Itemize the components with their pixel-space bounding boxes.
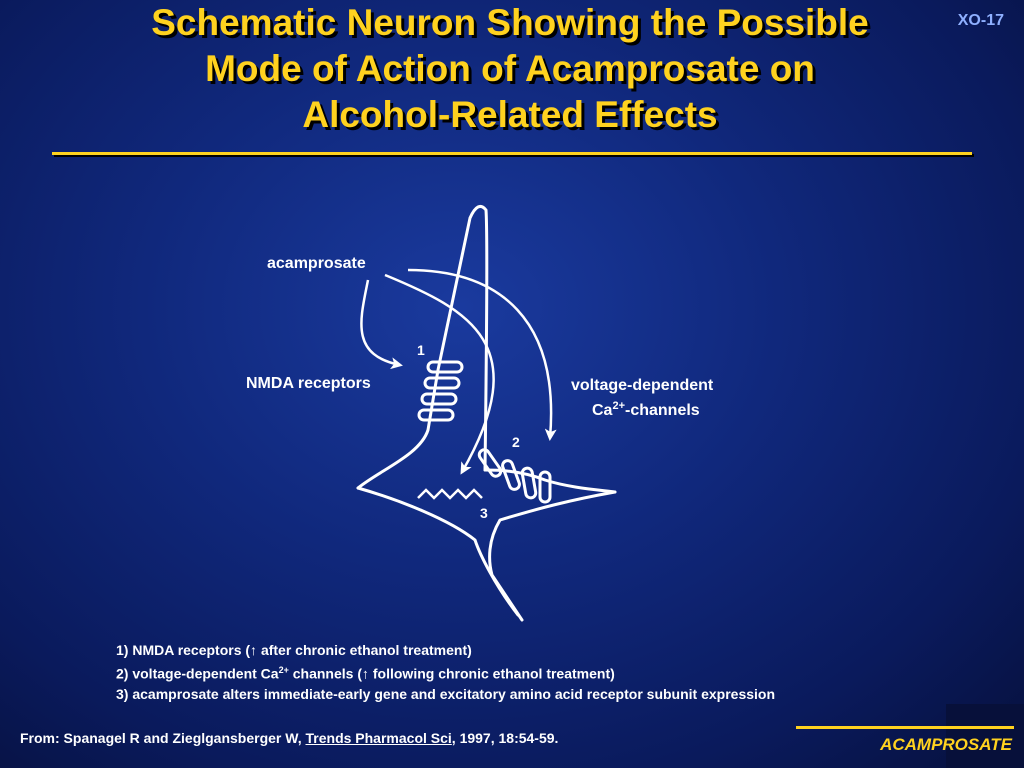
journal-name: Trends Pharmacol Sci: [305, 730, 452, 746]
note-2: 2) voltage-dependent Ca2+ channels (↑ fo…: [116, 665, 615, 682]
nmda-ring-4: [417, 408, 455, 422]
brand-logo: ACAMPROSATE: [880, 735, 1012, 754]
title-line-3: Alcohol-Related Effects: [302, 94, 718, 135]
marker-1: 1: [417, 342, 425, 358]
nmda-label: NMDA receptors: [246, 375, 371, 392]
title-underline: [52, 152, 972, 155]
notes: 1) NMDA receptors (↑ after chronic ethan…: [116, 640, 775, 704]
note-1: 1) NMDA receptors (↑ after chronic ethan…: [116, 642, 472, 658]
vdcc-label-line1: voltage-dependent: [571, 377, 714, 394]
acamprosate-label: acamprosate: [267, 255, 366, 272]
soma-lower-right: [488, 490, 617, 622]
soma-lower-left: [356, 486, 520, 617]
source-citation: From: Spanagel R and Zieglgansberger W, …: [20, 730, 559, 746]
nmda-ring-1: [426, 360, 464, 374]
arrow-to-nmda: [360, 279, 403, 370]
arrow-to-vdcc: [407, 268, 557, 441]
corner-box: [946, 704, 1024, 768]
vdcc-rings: [477, 448, 552, 504]
dendrite-left-edge: [356, 204, 489, 490]
vdcc-ring-2: [501, 459, 521, 491]
vdcc-ring-3: [520, 466, 538, 500]
note-3: 3) acamprosate alters immediate-early ge…: [116, 685, 776, 702]
dendrite-right-edge: [483, 468, 617, 494]
brand-underline: [796, 726, 1014, 729]
vdcc-ring-1: [477, 448, 503, 478]
marker-2: 2: [512, 434, 520, 450]
vdcc-label-line2: Ca2+-channels: [592, 400, 700, 419]
slide-title: Schematic Neuron Showing the Possible Mo…: [40, 0, 980, 138]
nmda-ring-2: [423, 376, 461, 390]
arrow-to-nucleus: [384, 273, 495, 475]
nmda-receptor-rings: [417, 360, 464, 422]
title-line-2: Mode of Action of Acamprosate on: [205, 48, 815, 89]
gene-expression-mark: [417, 488, 483, 500]
marker-3: 3: [480, 505, 488, 521]
nmda-ring-3: [420, 392, 458, 406]
title-line-1: Schematic Neuron Showing the Possible: [151, 2, 869, 43]
vdcc-ring-4: [538, 470, 552, 504]
slide-code: XO-17: [957, 12, 1004, 29]
